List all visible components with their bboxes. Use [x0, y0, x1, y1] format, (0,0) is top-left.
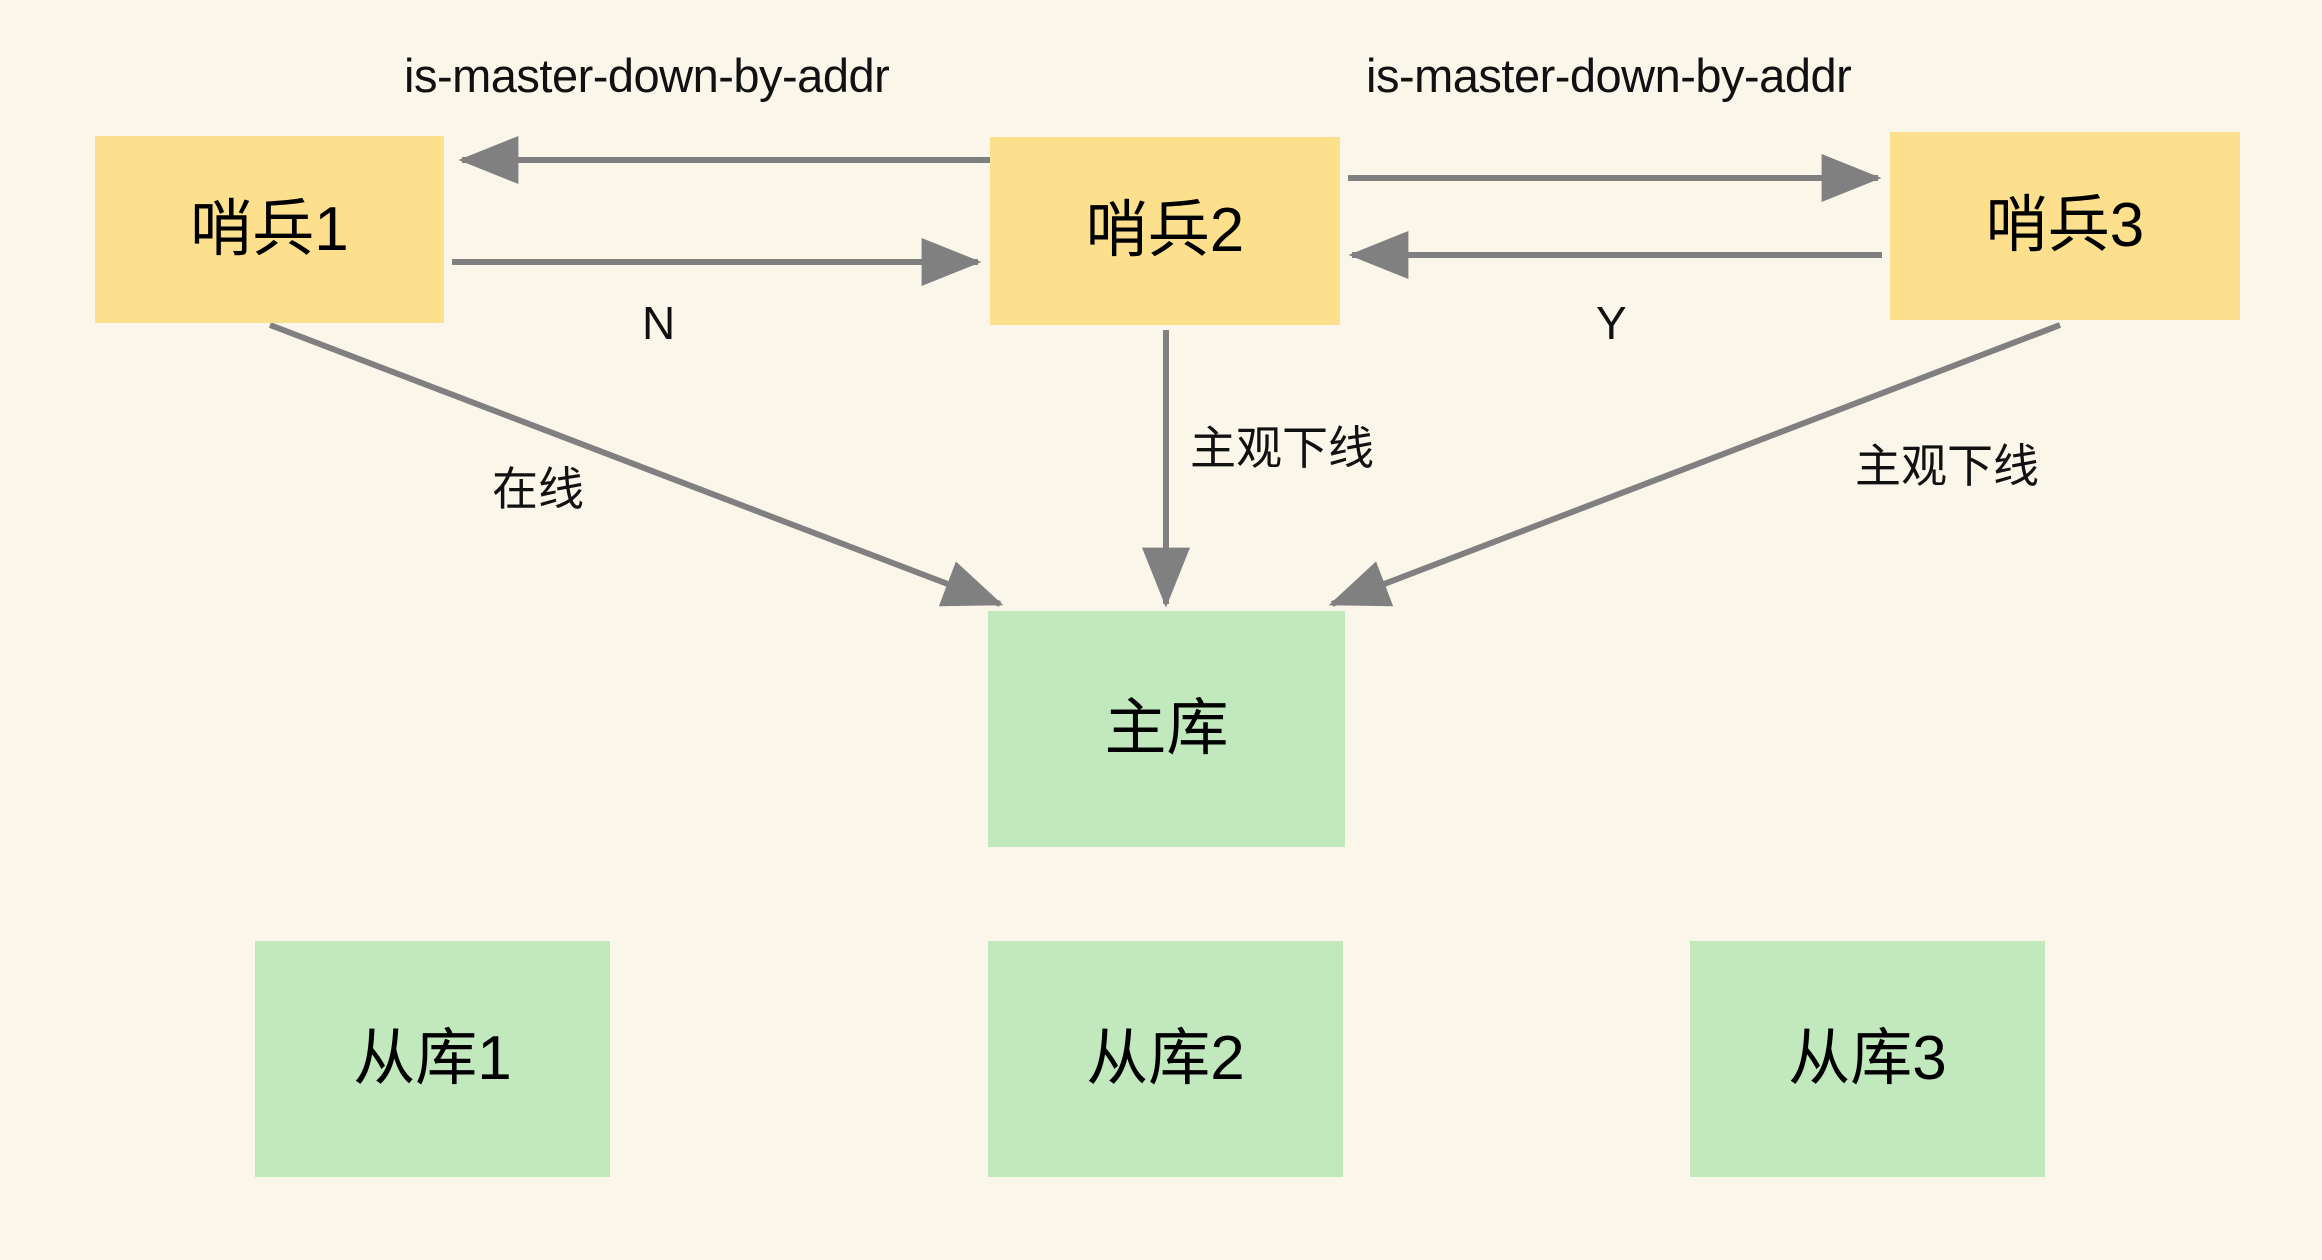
sentinel-1-node[interactable]: 哨兵1: [95, 136, 444, 323]
edge-label-s2-to-s1-query: is-master-down-by-addr: [404, 49, 890, 102]
sentinel-2-node[interactable]: 哨兵2: [990, 137, 1340, 325]
sentinel-3-node[interactable]: 哨兵3: [1890, 132, 2240, 320]
replica-2-label: 从库2: [1086, 1024, 1245, 1093]
edge-label-s3-to-master: 主观下线: [1855, 440, 2039, 492]
master-db-label: 主库: [1104, 694, 1229, 763]
replica-2-node[interactable]: 从库2: [988, 941, 1343, 1177]
sentinel-1-label: 哨兵1: [190, 194, 349, 264]
master-db-node[interactable]: 主库: [988, 611, 1345, 847]
edge-label-s3-to-s2-reply: Y: [1596, 297, 1627, 349]
edge-label-s1-to-s2-reply: N: [642, 297, 676, 349]
replica-3-node[interactable]: 从库3: [1690, 941, 2045, 1177]
replica-3-label: 从库3: [1788, 1024, 1947, 1093]
edge-label-s2-to-master: 主观下线: [1190, 422, 1374, 474]
edge-label-s2-to-s3-query: is-master-down-by-addr: [1366, 49, 1852, 102]
sentinel-3-label: 哨兵3: [1985, 191, 2145, 260]
edge-label-s1-to-master: 在线: [492, 463, 584, 515]
replica-1-node[interactable]: 从库1: [255, 941, 610, 1177]
sentinel-2-label: 哨兵2: [1085, 196, 1245, 265]
edge-s1-to-master: [268, 322, 1004, 607]
replica-1-label: 从库1: [353, 1024, 512, 1093]
